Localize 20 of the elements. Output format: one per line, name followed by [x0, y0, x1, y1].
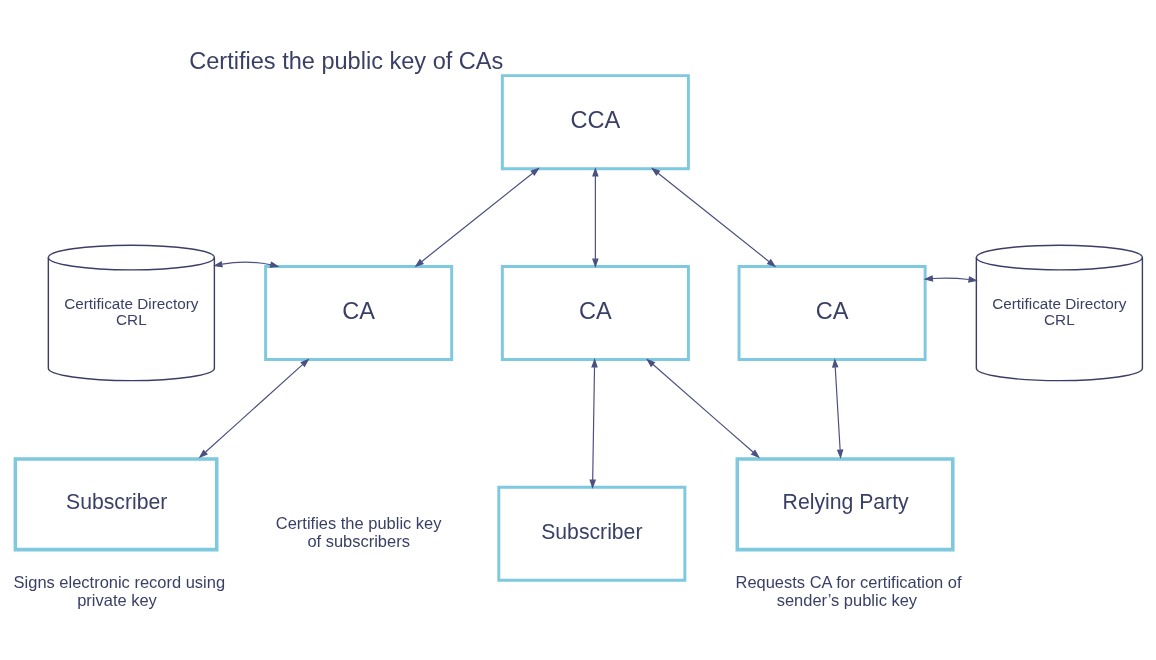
node-box: Subscriber	[497, 485, 687, 582]
node-box: CCA	[500, 74, 690, 171]
arrow	[414, 167, 540, 268]
arrow	[923, 275, 978, 283]
node-box: Relying Party	[735, 457, 955, 552]
arrow	[213, 260, 280, 268]
label: Certifies the public key of subscribers	[275, 514, 442, 550]
arrow	[589, 358, 598, 489]
arrow	[646, 358, 760, 459]
node-box: Subscriber	[13, 457, 219, 552]
arrow	[592, 167, 599, 268]
node-box: CA	[737, 264, 927, 361]
arrow	[831, 358, 844, 459]
arrow	[198, 358, 310, 459]
node-label: Certifies the public key of CAs	[189, 47, 504, 74]
node-box: CA	[500, 264, 690, 361]
node-label: Signs electronic record using private key	[13, 573, 226, 609]
arrow	[650, 167, 777, 268]
node-box: CA	[264, 264, 454, 361]
node-label: Requests CA for certification of sender’s public key	[735, 573, 962, 609]
